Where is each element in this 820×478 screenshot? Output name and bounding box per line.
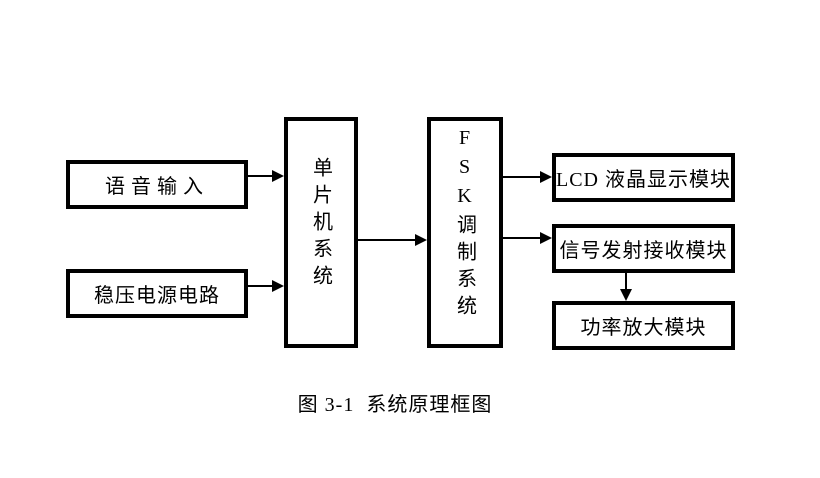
arrow-head-icon [540,232,552,244]
arrow-head-icon [272,170,284,182]
node-power-amp-module: 功率放大模块 [552,301,735,350]
arrow-mcu-to-fsk [358,234,427,246]
arrow-fsk-to-signal [503,232,552,244]
arrow-shaft [503,237,542,239]
arrow-shaft [358,239,417,241]
arrow-fsk-to-lcd [503,171,552,183]
arrow-power-supply-to-mcu [248,280,284,292]
arrow-head-icon [272,280,284,292]
node-mcu-system: 单片机系统 [284,117,358,348]
figure-caption: 图 3-1 系统原理框图 [297,394,493,416]
node-power-supply: 稳压电源电路 [66,269,248,318]
node-fsk-system-label: FSK调制系统 [453,127,476,322]
arrow-shaft [625,273,627,291]
node-voice-input: 语音输入 [66,160,248,209]
node-lcd-module: LCD 液晶显示模块 [552,153,735,202]
arrow-shaft [248,285,274,287]
arrow-signal-to-power-amp [620,273,632,301]
node-power-amp-module-label: 功率放大模块 [580,317,707,339]
node-mcu-system-label: 单片机系统 [309,157,332,292]
arrow-shaft [503,176,542,178]
node-voice-input-label: 语音输入 [105,176,209,198]
node-signal-module: 信号发射接收模块 [552,224,735,273]
node-lcd-module-label: LCD 液晶显示模块 [556,169,731,191]
node-signal-module-label: 信号发射接收模块 [559,240,728,262]
arrow-voice-input-to-mcu [248,170,284,182]
arrow-head-icon [620,289,632,301]
arrow-shaft [248,175,274,177]
arrow-head-icon [415,234,427,246]
node-fsk-system: FSK调制系统 [427,117,503,348]
node-power-supply-label: 稳压电源电路 [94,285,220,307]
arrow-head-icon [540,171,552,183]
